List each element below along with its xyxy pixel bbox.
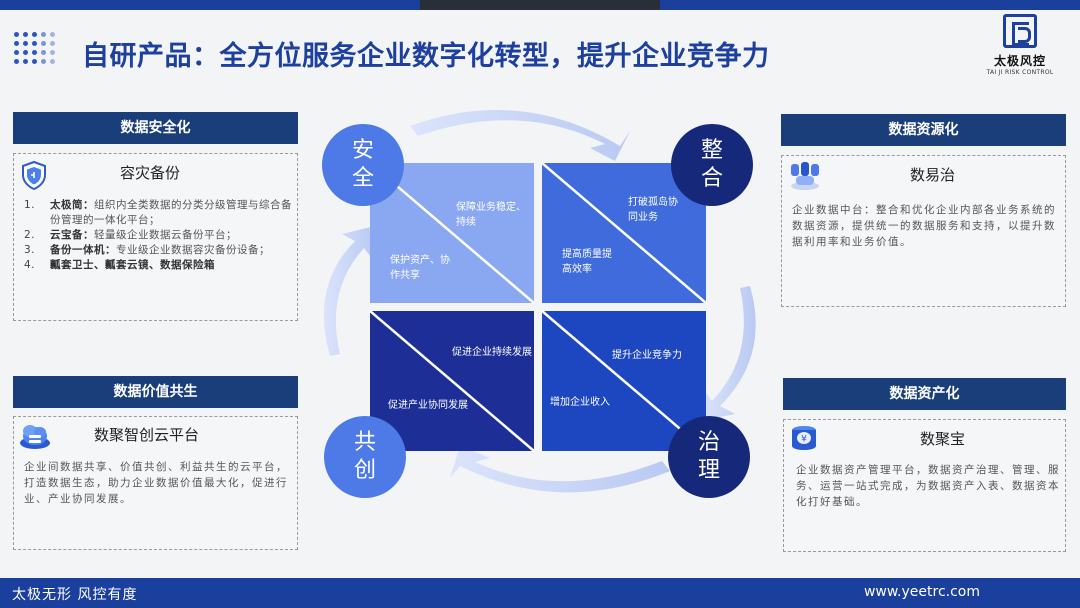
page-title: 自研产品：全方位服务企业数字化转型，提升企业竞争力 [82,41,770,72]
header-data-asset: 数据资产化 [783,378,1066,410]
quadrant-text: 提升企业竞争力 [612,350,682,361]
arrow-top [410,110,630,161]
quadrant-text: 促进产业协同发展 [388,400,468,411]
logo-name-cn: 太极风控 [993,54,1046,68]
card-description: 企业数据资产管理平台，数据资产治理、管理、服务、运营一站式完成，为数据资产入表、… [796,464,1060,508]
arrow-left [323,226,375,356]
database-coin-icon: ¥ [792,426,816,450]
arrow-bottom [450,446,670,493]
footer-slogan: 太极无形 风控有度 [12,587,138,603]
footer-bar: 太极无形 风控有度 www.yeetrc.com [0,578,1080,608]
quadrant-text: 促进企业持续发展 [452,347,532,358]
list-item: 3.备份一体机：专业级企业数据容灾备份设备； [24,244,270,256]
quadrant-text: 增加企业收入 [550,397,610,408]
svg-text:¥: ¥ [801,435,807,445]
top-bar-accent [420,0,660,10]
footer-url[interactable]: www.yeetrc.com [863,584,980,600]
quadrant-text: 提高质量提高效率 [562,249,612,275]
list-item: 1.太极简：组织内全类数据的分类分级管理与综合备份管理的一体化平台； [24,199,292,226]
quadrant-text: 保护资产、协作共享 [390,255,450,281]
circle-cocreation: 共创 [324,416,406,498]
logo-mark-icon [1003,14,1037,48]
card-cloud-platform: 数聚智创云平台 企业间数据共享、价值共创、利益共生的云平台，打造数据生态，助力企… [13,416,298,550]
header-data-resource: 数据资源化 [781,114,1066,146]
header-data-value: 数据价值共生 [13,376,298,408]
product-list: 1.太极简：组织内全类数据的分类分级管理与综合备份管理的一体化平台； 2.云宝备… [24,198,296,273]
card-title: 数聚宝 [920,430,966,448]
dots-decoration-icon [14,32,62,72]
circle-security: 安全 [322,124,404,206]
list-item: 4.瓤套卫士、瓤套云镜、数据保险箱 [24,259,215,271]
circle-governance: 治理 [668,416,750,498]
card-disaster-backup: 容灾备份 1.太极简：组织内全类数据的分类分级管理与综合备份管理的一体化平台； … [13,153,298,321]
list-item: 2.云宝备：轻量级企业数据云备份平台； [24,229,237,241]
company-logo: 太极风控 TAI JI RISK CONTROL [980,14,1060,84]
quadrant-text: 打破孤岛协同业务 [628,197,678,223]
card-title: 容灾备份 [120,164,181,182]
card-data-treasure: ¥ 数聚宝 企业数据资产管理平台，数据资产治理、管理、服务、运营一站式完成，为数… [783,419,1066,552]
cloud-database-icon [20,425,50,449]
logo-name-en: TAI JI RISK CONTROL [986,69,1054,76]
shield-icon [22,160,46,190]
card-description: 企业间数据共享、价值共创、利益共生的云平台，打造数据生态，助力企业数据价值最大化… [24,461,288,505]
card-title: 数易治 [910,166,956,184]
database-cluster-icon [791,162,819,190]
top-bar [0,0,1080,10]
card-data-governance: 数易治 企业数据中台：整合和优化企业内部各业务系统的数据资源，提供统一的数据服务… [781,155,1066,307]
card-title: 数聚智创云平台 [94,426,200,444]
header-data-security: 数据安全化 [13,112,298,144]
card-description: 企业数据中台：整合和优化企业内部各业务系统的数据资源，提供统一的数据服务和支持，… [792,204,1056,248]
circle-integration: 整合 [671,124,753,206]
quadrant-text: 保障业务稳定、持续 [456,202,526,228]
